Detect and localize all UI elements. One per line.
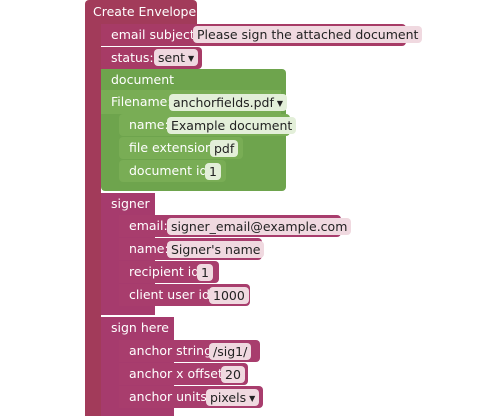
signer-name-label: name:	[129, 241, 169, 256]
filename-dropdown-value: anchorfields.pdf	[173, 95, 274, 110]
chevron-down-icon: ▼	[188, 54, 195, 63]
signer-footer	[101, 306, 155, 315]
email-subject-label: email subject:	[111, 27, 199, 42]
document-name-label: name:	[129, 117, 169, 132]
status-dropdown-value: sent	[158, 50, 186, 65]
status-label: status:	[111, 50, 154, 65]
document-title: document	[111, 72, 175, 87]
email-subject-input[interactable]: Please sign the attached document	[193, 26, 423, 43]
anchor-units-dropdown-value: pixels	[210, 390, 247, 405]
recipient-id-label: recipient id:	[129, 264, 204, 279]
create-envelope-spine	[85, 20, 101, 416]
document-id-label: document id:	[129, 163, 212, 178]
signer-title: signer	[111, 196, 150, 211]
filename-dropdown[interactable]: anchorfields.pdf▼	[169, 94, 288, 111]
status-dropdown[interactable]: sent▼	[154, 49, 199, 66]
signer-name-input[interactable]: Signer's name	[167, 241, 265, 258]
create-envelope-block[interactable]	[85, 0, 197, 24]
document-footer	[101, 182, 286, 191]
anchor-x-offset-input[interactable]: 20	[221, 366, 245, 383]
recipient-id-input[interactable]: 1	[197, 264, 213, 281]
sign-here-title: sign here	[111, 320, 169, 335]
anchor-units-dropdown[interactable]: pixels▼	[206, 389, 260, 406]
document-id-block[interactable]	[119, 160, 226, 182]
client-user-id-label: client user id:	[129, 287, 215, 302]
chevron-down-icon: ▼	[276, 99, 284, 108]
anchor-x-offset-block[interactable]	[119, 363, 248, 385]
signer-email-input[interactable]: signer_email@example.com	[167, 218, 352, 235]
recipient-id-block[interactable]	[119, 261, 219, 283]
create-envelope-title: Create Envelope	[93, 4, 197, 19]
chevron-down-icon: ▼	[249, 394, 256, 403]
document-name-input[interactable]: Example document	[167, 117, 297, 134]
anchor-string-label: anchor string:	[129, 343, 217, 358]
filename-label: Filename:	[111, 94, 172, 109]
signer-email-label: email:	[129, 218, 168, 233]
anchor-units-label: anchor units:	[129, 389, 212, 404]
file-extension-label: file extension:	[129, 140, 218, 155]
sign-here-footer	[101, 408, 174, 416]
client-user-id-input[interactable]: 1000	[209, 287, 249, 304]
file-extension-input[interactable]: pdf	[210, 140, 239, 157]
anchor-string-input[interactable]: /sig1/	[209, 343, 252, 360]
anchor-x-offset-label: anchor x offset:	[129, 366, 228, 381]
document-id-input[interactable]: 1	[205, 163, 221, 180]
